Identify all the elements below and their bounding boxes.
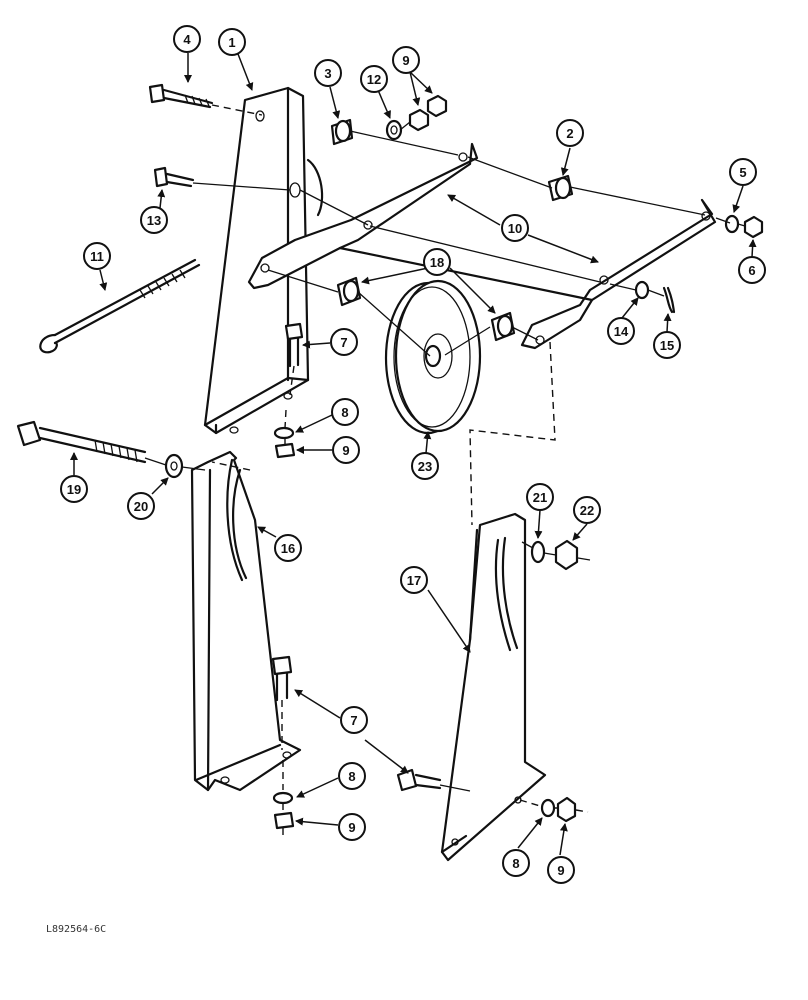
svg-text:8: 8 xyxy=(512,856,519,871)
callout-1: 1 xyxy=(218,28,246,56)
callout-8: 8 xyxy=(502,849,530,877)
lower-right-bracket-part-17 xyxy=(440,512,547,862)
callout-12: 12 xyxy=(360,65,388,93)
svg-text:12: 12 xyxy=(367,72,381,87)
svg-text:3: 3 xyxy=(324,66,331,81)
callout-19: 19 xyxy=(60,475,88,503)
callout-9: 9 xyxy=(547,856,575,884)
svg-text:7: 7 xyxy=(350,713,357,728)
callout-7: 7 xyxy=(330,328,358,356)
svg-text:18: 18 xyxy=(430,255,444,270)
callout-21: 21 xyxy=(526,483,554,511)
callouts: 4 1 3 12 9 2 5 13 10 11 18 6 14 15 7 8 9… xyxy=(60,25,766,884)
svg-text:10: 10 xyxy=(508,221,522,236)
svg-text:16: 16 xyxy=(281,541,295,556)
callout-11: 11 xyxy=(83,242,111,270)
svg-text:14: 14 xyxy=(614,324,629,339)
svg-text:5: 5 xyxy=(739,165,746,180)
callout-9: 9 xyxy=(338,813,366,841)
callout-18: 18 xyxy=(423,248,451,276)
callout-16: 16 xyxy=(274,534,302,562)
svg-text:19: 19 xyxy=(67,482,81,497)
svg-text:2: 2 xyxy=(566,126,573,141)
callout-20: 20 xyxy=(127,492,155,520)
drawing-code: L892564-6C xyxy=(46,924,106,935)
svg-text:15: 15 xyxy=(660,338,674,353)
callout-2: 2 xyxy=(556,119,584,147)
svg-text:9: 9 xyxy=(402,53,409,68)
svg-text:4: 4 xyxy=(183,32,191,47)
callout-6: 6 xyxy=(738,256,766,284)
pulley-part-23 xyxy=(384,279,482,435)
hardware xyxy=(16,83,764,830)
svg-text:6: 6 xyxy=(748,263,755,278)
svg-text:8: 8 xyxy=(348,769,355,784)
svg-text:17: 17 xyxy=(407,573,421,588)
callout-10: 10 xyxy=(501,214,529,242)
callout-23: 23 xyxy=(411,452,439,480)
svg-text:9: 9 xyxy=(557,863,564,878)
callout-9: 9 xyxy=(332,436,360,464)
callout-8: 8 xyxy=(338,762,366,790)
svg-text:9: 9 xyxy=(342,443,349,458)
callout-9: 9 xyxy=(392,46,420,74)
lower-left-bracket-part-16 xyxy=(190,450,302,792)
svg-text:8: 8 xyxy=(341,405,348,420)
callout-17: 17 xyxy=(400,566,428,594)
svg-text:7: 7 xyxy=(340,335,347,350)
callout-13: 13 xyxy=(140,206,168,234)
svg-text:11: 11 xyxy=(90,249,104,264)
svg-text:13: 13 xyxy=(147,213,161,228)
callout-22: 22 xyxy=(573,496,601,524)
svg-text:23: 23 xyxy=(418,459,432,474)
callout-leaders xyxy=(70,53,757,856)
callout-15: 15 xyxy=(653,331,681,359)
callout-4: 4 xyxy=(173,25,201,53)
svg-text:9: 9 xyxy=(348,820,355,835)
callout-14: 14 xyxy=(607,317,635,345)
callout-3: 3 xyxy=(314,59,342,87)
assembly-lines xyxy=(144,104,746,838)
callout-8: 8 xyxy=(331,398,359,426)
callout-5: 5 xyxy=(729,158,757,186)
svg-text:22: 22 xyxy=(580,503,594,518)
callout-7: 7 xyxy=(340,706,368,734)
svg-text:1: 1 xyxy=(228,35,235,50)
svg-text:21: 21 xyxy=(533,490,547,505)
svg-text:20: 20 xyxy=(134,499,148,514)
